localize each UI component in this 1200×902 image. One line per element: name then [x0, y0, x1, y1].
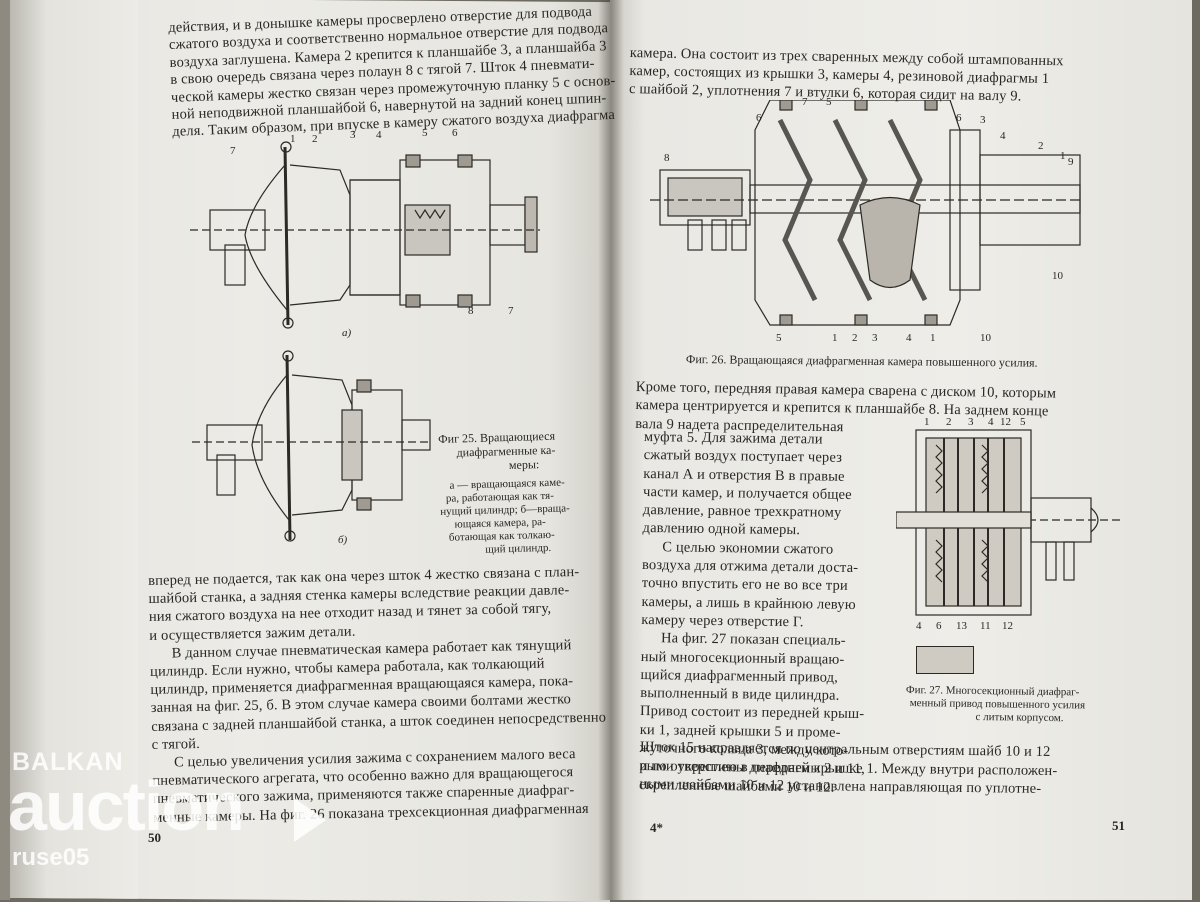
figure-callout: 5	[826, 96, 832, 108]
figure-callout: 2	[946, 416, 952, 428]
figure-callout: 5	[776, 332, 782, 344]
figure-25b: б)	[192, 350, 432, 546]
figure-27: 1 2 3 4 12 5 4 6 13 11 12	[896, 416, 1122, 632]
figure-callout: 1	[290, 133, 296, 145]
figure-callout: 2	[852, 332, 858, 344]
book-gutter	[598, 0, 624, 900]
figure-callout: 1	[924, 416, 930, 428]
figure-label-a: а)	[342, 327, 352, 339]
figure-callout: 13	[956, 620, 967, 632]
figure-callout: 11	[980, 620, 991, 632]
caption-line: с литым корпусом.	[975, 710, 1064, 725]
figure-callout: 12	[1002, 620, 1013, 632]
play-arrow-icon	[294, 798, 326, 842]
figure-callout: 6	[452, 127, 458, 139]
right-paragraph-bottom: Шток 15 направляется по центральным отве…	[639, 738, 1057, 799]
left-page-number: 50	[148, 830, 161, 845]
book-binding	[0, 0, 10, 900]
left-paragraph-top: действия, и в донышке камеры просверлено…	[168, 3, 617, 142]
figure-callout: 4	[1000, 130, 1006, 142]
figure-callout: 1	[1060, 150, 1066, 162]
figure-callout: 7	[802, 96, 808, 108]
figure-callout: 3	[872, 332, 878, 344]
figure-27-inset	[916, 646, 974, 674]
figure-callout: 12	[1000, 416, 1011, 428]
watermark-brand-main: auction	[8, 767, 245, 845]
figure-label-b: б)	[338, 534, 348, 546]
figure-callout: 4	[906, 332, 912, 344]
figure-callout: 3	[350, 129, 356, 141]
figure-callout: 4	[376, 129, 382, 141]
figure-callout: 10	[980, 332, 991, 344]
figure-callout: 8	[468, 305, 474, 317]
figure-callout: 8	[664, 152, 670, 164]
figure-callout: 3	[980, 114, 986, 126]
figure-callout: 7	[230, 145, 236, 157]
watermark-brand-top: BALKAN	[12, 748, 124, 776]
figure-callout: 4	[916, 620, 922, 632]
figure-callout: 5	[1020, 416, 1026, 428]
right-paragraph-top: камера. Она состоит из трех сваренных ме…	[629, 44, 1064, 106]
watermark-user: ruse05	[12, 844, 90, 871]
right-page	[610, 0, 1192, 900]
figure-callout: 1	[930, 332, 936, 344]
figure-callout: 7	[508, 305, 514, 317]
figure-callout: 4	[988, 416, 994, 428]
figure-callout: 6	[756, 112, 762, 124]
figure-callout: 2	[312, 133, 318, 145]
caption-line: менный привод повышенного усилия	[909, 697, 1086, 712]
figure-25a: 7 1 2 3 4 5 6 8 7 а)	[190, 127, 540, 340]
right-page-number: 51	[1112, 818, 1125, 833]
signature-mark: 4*	[650, 820, 663, 835]
figure-callout: 1	[832, 332, 838, 344]
figure-callout: 9	[1068, 156, 1074, 168]
watermark: BALKAN auction ruse05	[8, 748, 348, 898]
figure-callout: 5	[422, 127, 428, 139]
figure-callout: 3	[968, 416, 974, 428]
figure-callout: 10	[1052, 270, 1063, 282]
figure-callout: 6	[936, 620, 942, 632]
figure-callout: 6	[956, 112, 962, 124]
figure-25-caption: Фиг 25. Вращающиеся диафрагменные ка- ме…	[438, 428, 571, 558]
figure-26: 6 7 5 8 6 3 4 2 1 10 9 5 1 2 3 4 1 10	[650, 96, 1090, 345]
figure-callout: 2	[1038, 140, 1044, 152]
figure-27-caption: Фиг. 27. Многосекционный диафраг- менный…	[905, 684, 1085, 726]
